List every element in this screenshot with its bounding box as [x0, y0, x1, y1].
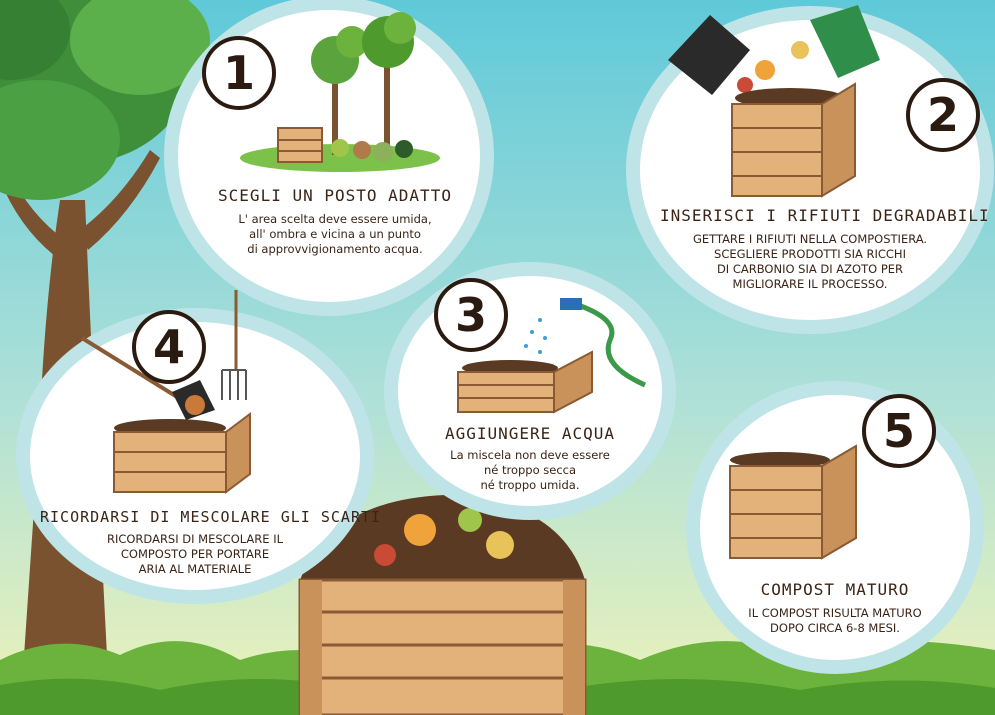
step-5-title: COMPOST MATURO — [760, 580, 910, 599]
step-3-number: 3 — [434, 278, 508, 352]
step-1-line: L' area scelta deve essere umida, — [238, 212, 432, 226]
step-2-number: 2 — [906, 78, 980, 152]
step-1-line: all' ombra e vicina a un punto — [249, 227, 421, 241]
step-5-illustration — [729, 444, 857, 560]
step-5-description: IL COMPOST RISULTA MATURO DOPO CIRCA 6-8… — [710, 606, 960, 636]
step-4-illustration — [80, 290, 251, 494]
step-3-line: La miscela non deve essere — [450, 448, 610, 462]
step-4-line: RICORDARSI DI MESCOLARE IL — [106, 532, 284, 546]
step-5-number: 5 — [862, 394, 936, 468]
step-3-illustration — [457, 298, 647, 414]
step-4-title: RICORDARSI DI MESCOLARE GLI SCARTI — [40, 508, 382, 526]
step-2-title: INSERISCI I RIFIUTI DEGRADABILI — [660, 206, 990, 225]
step-4-number: 4 — [132, 310, 206, 384]
step-4-description: RICORDARSI DI MESCOLARE IL COMPOSTO PER … — [40, 532, 350, 577]
step-2-line: GETTARE I RIFIUTI NELLA COMPOSTIERA. — [692, 232, 928, 246]
step-2-illustration — [668, 5, 880, 198]
step-2-line: SCEGLIERE PRODOTTI SIA RICCHI — [714, 247, 906, 261]
step-3-line: né troppo secca — [483, 463, 577, 477]
step-1-title: SCEGLI UN POSTO ADATTO — [218, 186, 452, 205]
step-4-line: ARIA AL MATERIALE — [138, 562, 252, 576]
step-1-line: di approvvigionamento acqua. — [247, 242, 423, 256]
step-3-line: né troppo umida. — [480, 478, 580, 492]
step-5-line: IL COMPOST RISULTA MATURO — [748, 606, 922, 620]
step-1-number: 1 — [202, 36, 276, 110]
large-compost-bin-illustration — [298, 495, 587, 715]
step-1-description: L' area scelta deve essere umida, all' o… — [200, 212, 470, 257]
step-1-illustration — [240, 12, 440, 172]
step-5-line: DOPO CIRCA 6-8 MESI. — [770, 621, 900, 635]
step-3-title: AGGIUNGERE ACQUA — [444, 424, 616, 443]
step-4-line: COMPOSTO PER PORTARE — [120, 547, 270, 561]
step-2-line: DI CARBONIO SIA DI AZOTO PER — [716, 262, 904, 276]
step-2-description: GETTARE I RIFIUTI NELLA COMPOSTIERA. SCE… — [660, 232, 960, 292]
step-2-line: MIGLIORARE IL PROCESSO. — [732, 277, 888, 291]
step-3-description: La miscela non deve essere né troppo sec… — [410, 448, 650, 493]
